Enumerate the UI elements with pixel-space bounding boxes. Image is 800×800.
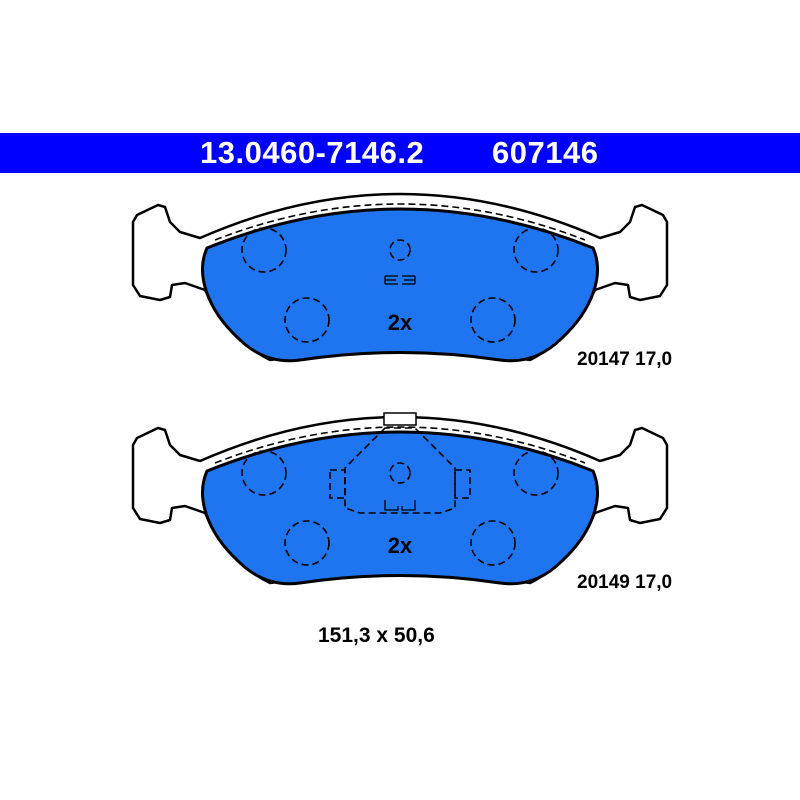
- header-bar: 13.0460-7146.2 607146: [0, 133, 800, 173]
- pad-thickness: 17,0: [635, 572, 673, 593]
- dimensions-label: 151,3 x 50,6: [318, 624, 435, 647]
- pad-thickness: 17,0: [635, 349, 673, 370]
- pad-1-label: 20147 17,0: [577, 349, 672, 371]
- part-number: 13.0460-7146.2: [200, 135, 425, 170]
- quantity-label: 2x: [388, 310, 413, 335]
- brake-pad-1: 2x: [131, 192, 669, 363]
- wear-indicator-icon: [384, 275, 416, 285]
- pad-id: 20147: [577, 349, 630, 370]
- short-number: 607146: [492, 135, 599, 170]
- center-hole-icon: [389, 462, 411, 484]
- pad-2-label: 20149 17,0: [577, 572, 672, 594]
- brake-pad-2: 2x: [131, 412, 669, 586]
- quantity-label: 2x: [388, 533, 413, 558]
- clip-icon: [384, 500, 416, 511]
- center-hole-icon: [389, 239, 411, 261]
- pad-id: 20149: [577, 572, 630, 593]
